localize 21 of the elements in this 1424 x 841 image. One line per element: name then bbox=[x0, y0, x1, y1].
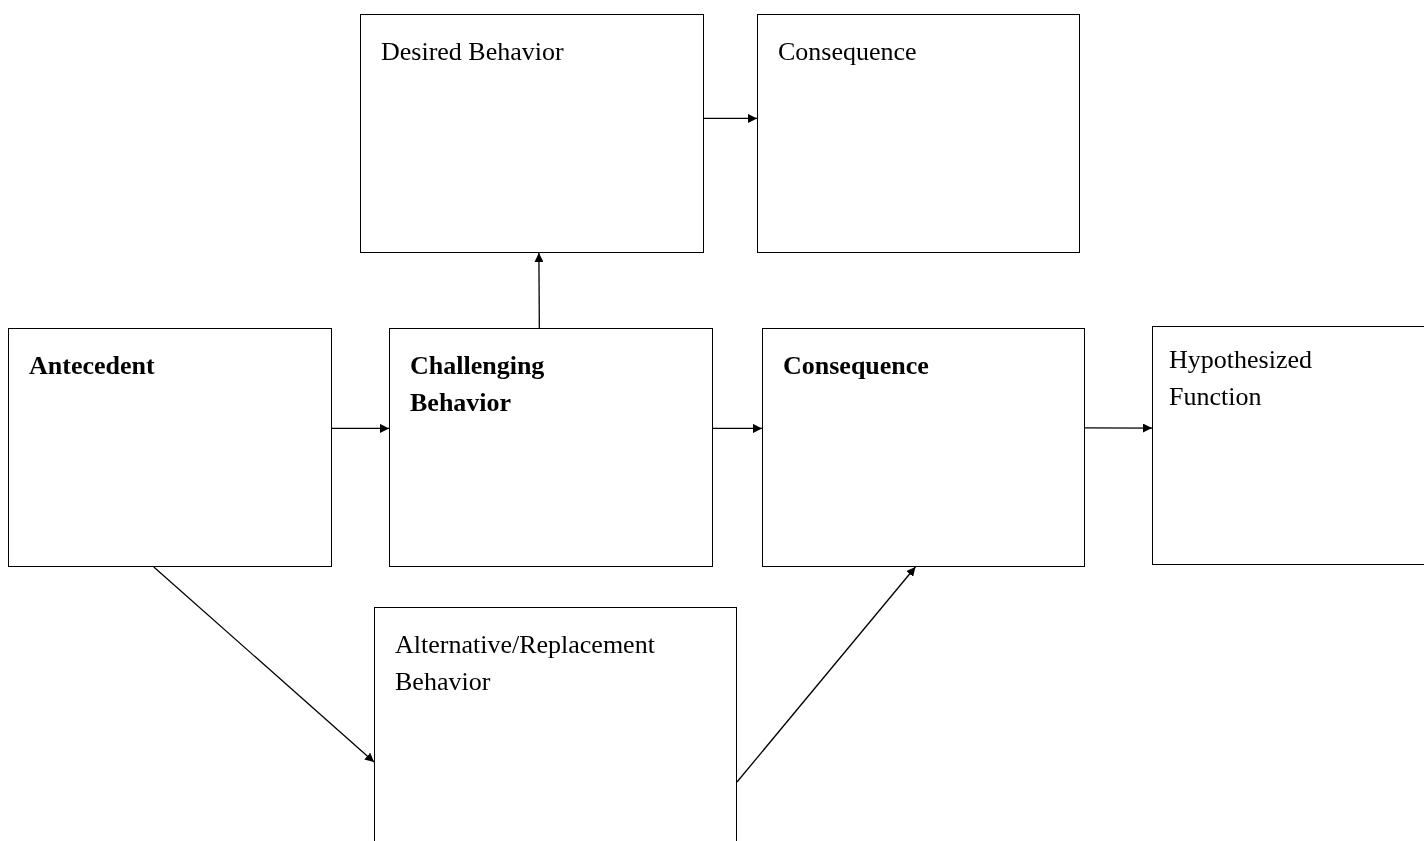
arrow bbox=[703, 113, 758, 123]
arrow bbox=[1084, 423, 1153, 433]
arrow bbox=[736, 566, 917, 783]
box-label: Desired Behavior bbox=[381, 36, 564, 68]
arrow bbox=[712, 423, 763, 433]
arrow bbox=[153, 566, 375, 763]
box-label: Alternative/Replacement Behavior bbox=[395, 629, 656, 698]
box-label: Hypothesized Function bbox=[1169, 344, 1313, 413]
box-label: Challenging Behavior bbox=[410, 350, 546, 419]
process-box bbox=[374, 607, 737, 841]
box-label: Consequence bbox=[778, 36, 917, 68]
process-box bbox=[8, 328, 332, 567]
box-label: Antecedent bbox=[29, 350, 155, 382]
process-box bbox=[1152, 326, 1424, 565]
box-label: Consequence bbox=[783, 350, 929, 382]
process-box bbox=[757, 14, 1080, 253]
process-box bbox=[762, 328, 1085, 567]
arrow bbox=[534, 252, 544, 329]
arrow bbox=[331, 423, 390, 433]
process-box bbox=[360, 14, 704, 253]
process-box bbox=[389, 328, 713, 567]
